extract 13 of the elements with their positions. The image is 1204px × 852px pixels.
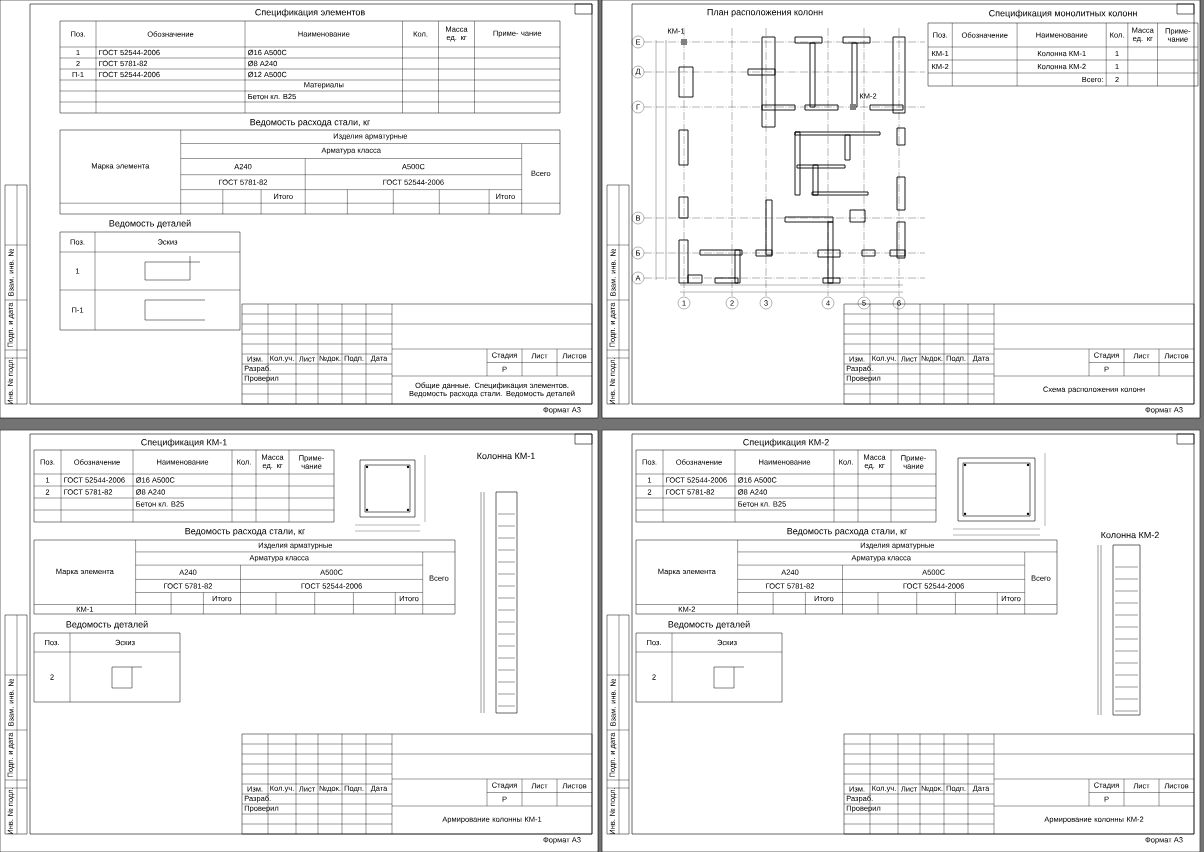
table-title: Ведомость деталей — [109, 219, 191, 229]
table-title: Ведомость расхода стали, кг — [250, 118, 370, 128]
plan-title: План расположения колонн — [707, 8, 823, 18]
table-title: Ведомость деталей — [66, 620, 148, 630]
drawing-title: Колонна КМ-1 — [477, 452, 535, 460]
table-title: Спецификация монолитных колонн — [989, 9, 1137, 19]
table-title: Ведомость расхода стали, кг — [185, 527, 305, 537]
table-title: Ведомость деталей — [668, 620, 750, 630]
table-title: Спецификация элементов — [255, 8, 365, 18]
table-title: Спецификация КМ-1 — [141, 438, 227, 448]
table-title: Спецификация КМ-2 — [743, 438, 829, 448]
drawing-title: Колонна КМ-2 — [1101, 531, 1159, 539]
table-title: Ведомость расхода стали, кг — [787, 527, 908, 537]
